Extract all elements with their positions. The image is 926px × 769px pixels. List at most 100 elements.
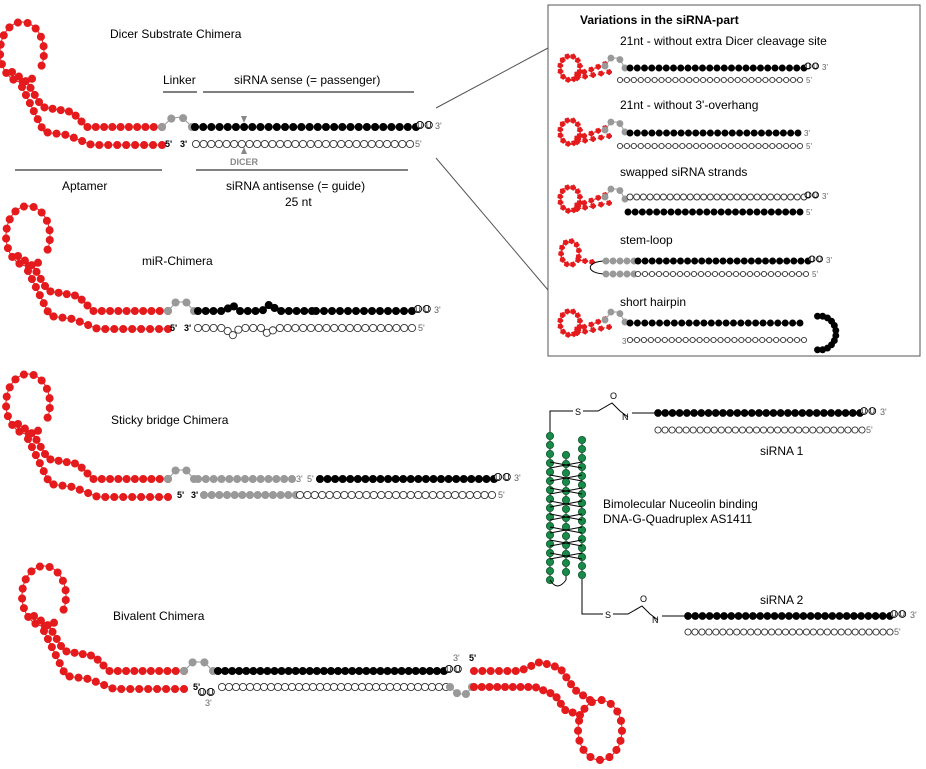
antisense-3prime-end: 3' [180, 139, 187, 149]
aptamer-nucleotide [128, 492, 137, 502]
sense-3prime-end: 3' [435, 121, 442, 131]
aptamer-5prime-end: 5' [165, 139, 172, 149]
v4-sense-nucleotide [769, 257, 777, 265]
aptamer-nucleotide [31, 283, 40, 292]
v2-sense-nucleotide [728, 129, 736, 137]
sense-nucleotide [354, 122, 363, 132]
aptamer-nucleotide [131, 140, 140, 150]
sticky-antisense-nucleotide [303, 490, 312, 500]
v3-sense-nucleotide [660, 208, 668, 216]
mini-aptamer-nucleotide [557, 132, 564, 139]
aptamer-nucleotide [133, 122, 142, 132]
aptamer-loop-nucleotide [31, 24, 40, 33]
v5-antisense-nucleotide [710, 336, 717, 344]
v5-sense-nucleotide [730, 319, 737, 327]
aptamer-nucleotide [138, 666, 147, 676]
mini-aptamer-nucleotide [576, 193, 583, 200]
aptamer-nucleotide [35, 459, 44, 468]
gq-nucleotide [561, 513, 571, 523]
sticky-antisense-nucleotide [347, 490, 356, 500]
mini-aptamer-nucleotide [573, 329, 581, 337]
mini-aptamer-nucleotide [559, 311, 566, 319]
gq-nucleotide [545, 566, 555, 576]
v3-sense-nucleotide [710, 208, 718, 216]
aptamer-loop-nucleotide [2, 224, 11, 233]
sticky-bridge-top-nucleotide [225, 474, 234, 484]
gq-nucleotide [561, 477, 571, 487]
aptamer-loop-nucleotide [11, 207, 20, 216]
aptamer-loop-nucleotide [58, 576, 67, 585]
mir-sense-nucleotide [236, 306, 245, 316]
mir-linker-nucleotide-backbone [167, 301, 195, 312]
mini-aptamer-nucleotide [581, 204, 589, 211]
v3-sense-nucleotide [775, 208, 782, 216]
v1-antisense-nucleotide [762, 76, 769, 84]
mini-linker-nucleotide [607, 185, 615, 193]
biv-sense-nucleotide [277, 666, 286, 676]
aptamer-nucleotide [67, 482, 76, 491]
sticky-bridge-bottom-nucleotide [284, 490, 293, 500]
antisense-nucleotide [352, 139, 361, 149]
dicer-label: DICER [230, 157, 259, 167]
gq-nucleotide [561, 567, 571, 577]
mini-aptamer-nucleotide [570, 308, 577, 315]
biv-antisense-nucleotide [294, 682, 304, 692]
mir-antisense-nucleotide [256, 323, 266, 333]
aptamer-nucleotide [101, 492, 110, 502]
mini-linker-nucleotide [601, 126, 609, 134]
aptamer-loop-nucleotide [37, 376, 46, 385]
aptamer-nucleotide [52, 634, 61, 643]
v4-aptamer-nucleotide [563, 261, 570, 268]
v5-antisense-nucleotide [626, 336, 634, 344]
sticky-bridge-top-nucleotide [248, 474, 257, 484]
aptamer-nucleotide [91, 677, 100, 686]
biv-antisense-nucleotide [231, 682, 241, 692]
v3-sense-nucleotide [638, 208, 646, 216]
aptamer-loop-nucleotide [21, 575, 30, 584]
v2-sense-nucleotide [743, 129, 751, 137]
biv-right-aptamer-nucleotide [534, 658, 543, 667]
mir-antisense-nucleotide [299, 323, 308, 333]
aptamer-nucleotide-backbone [27, 438, 168, 498]
v3-sense-nucleotide [753, 208, 761, 216]
aptamer-nucleotide [49, 480, 58, 489]
aptamer-nucleotide [155, 306, 164, 316]
v3-antisense-nucleotide [780, 193, 788, 201]
v5-antisense-nucleotide [640, 336, 647, 344]
v2-antisense-nucleotide [651, 142, 658, 150]
sirna1-antisense-nucleotide [844, 426, 852, 434]
biv-sense-nucleotide [404, 666, 413, 676]
aptamer-nucleotide [33, 115, 42, 124]
sirna1-sense-nucleotide [769, 409, 778, 417]
aptamer-nucleotide [40, 103, 49, 112]
antisense-nucleotide [207, 139, 216, 149]
overhang-u-label: U [495, 473, 501, 482]
aptamer-loop-nucleotide [18, 77, 27, 86]
sticky-sense-nucleotide [331, 474, 340, 484]
biv-sense-nucleotide [256, 666, 265, 676]
v5-antisense-nucleotide [724, 336, 731, 344]
v4-sense-nucleotide [754, 257, 762, 265]
aptamer-nucleotide [77, 295, 86, 304]
v4-aptamer-nucleotide [568, 238, 575, 245]
v3-antisense-nucleotide [720, 193, 728, 201]
sticky-bridge-top-nucleotide [201, 474, 210, 484]
mir-sense-nucleotide [243, 306, 252, 316]
sirna1-sense-nucleotide [654, 409, 662, 417]
v4-linker-bottom-nucleotide [623, 270, 631, 278]
v1-antisense-nucleotide [623, 76, 630, 84]
sticky-sense-nucleotide [414, 474, 423, 484]
aptamer-nucleotide [70, 648, 79, 657]
mir-sense-nucleotide [193, 306, 203, 316]
bivalent-title: Bivalent Chimera [113, 609, 205, 623]
sirna2-antisense-nucleotide [788, 628, 797, 636]
antisense-nucleotide [321, 139, 330, 149]
antisense-nucleotide [283, 139, 292, 149]
sirna2-antisense-nucleotide [684, 628, 692, 636]
aptamer-nucleotide [157, 140, 167, 150]
v1-sense-nucleotide [778, 64, 786, 72]
overhang-u-label: U [900, 610, 905, 619]
aptamer-nucleotide [52, 129, 61, 138]
biv-sense-nucleotide [418, 666, 427, 676]
mir-antisense-nucleotide [322, 323, 331, 333]
